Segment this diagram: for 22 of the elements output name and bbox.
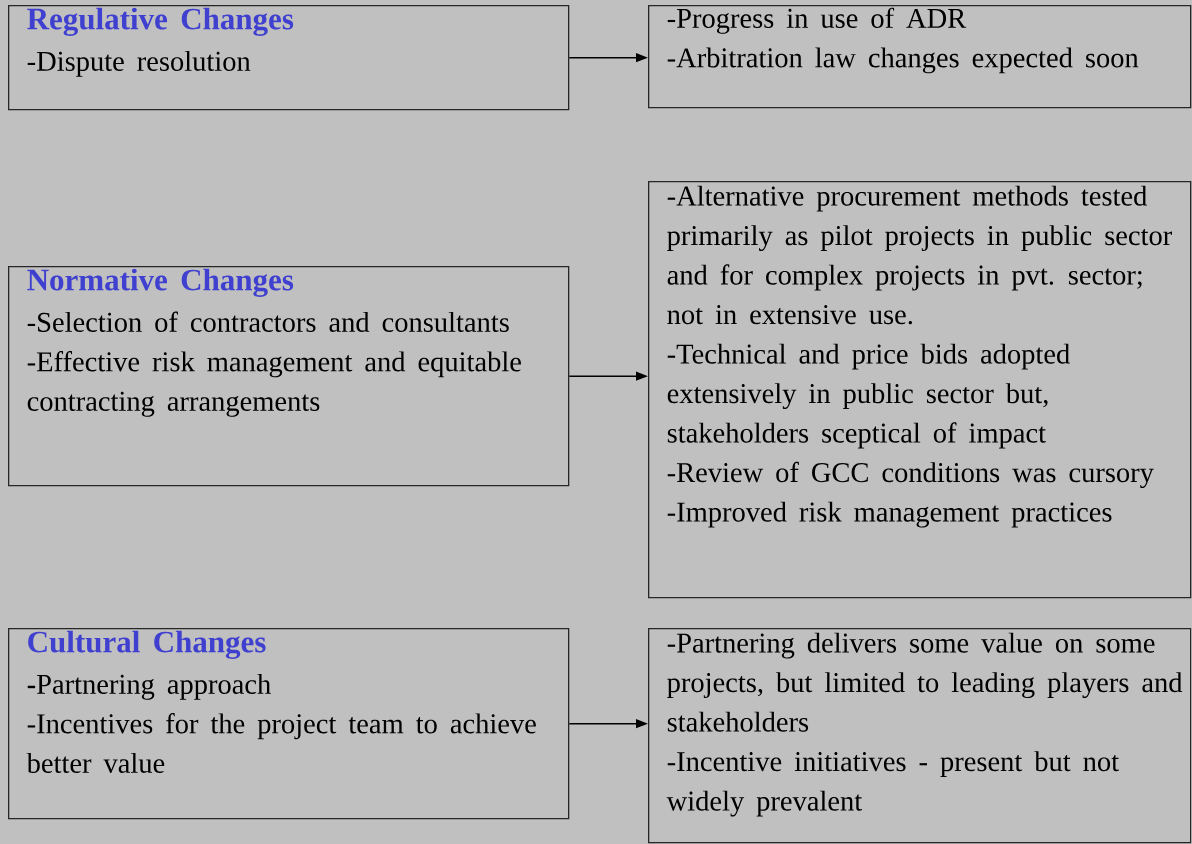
bullet-text: -Alternative procurement methods tested primarily as pilot projects in public sector and for complex projects in pvt. sector; not in extensive use. (667, 185, 1172, 325)
text-box (648, 5, 1192, 109)
bullet-text: -Arbitration law changes expected soon (667, 47, 1139, 74)
text-box (648, 181, 1192, 599)
bullet-text: -Effective risk management and equitable contracting arrangements (27, 351, 521, 417)
heading-text: Normative Changes (27, 268, 294, 297)
text-box (8, 628, 570, 820)
bullet-text: -Dispute resolution (27, 50, 251, 77)
text-box (8, 266, 570, 487)
text-box (648, 628, 1192, 844)
text-box (8, 5, 570, 111)
bullet-text: -Partnering delivers some value on some projects, but limited to leading players and stakeholders (667, 632, 1183, 732)
bullet-text: -Technical and price bids adopted extensively in public sector but, stakeholders sceptical of impact (667, 343, 1070, 449)
bullet-text: -Partnering approach (27, 673, 271, 700)
bullet-text: -Incentive initiatives - present but not widely prevalent (666, 751, 1119, 817)
heading-text: Regulative Changes (27, 7, 294, 36)
bullet-text: -Review of GCC conditions was cursory (667, 461, 1154, 489)
bullet-text: -Progress in use of ADR (667, 7, 967, 34)
bullet-text: -Improved risk management practices (667, 501, 1112, 528)
bullet-text: -Incentives for the project team to achieve better value (26, 713, 536, 773)
heading-text: Cultural Changes (28, 630, 266, 659)
bullet-text: -Selection of contractors and consultants (27, 311, 509, 332)
